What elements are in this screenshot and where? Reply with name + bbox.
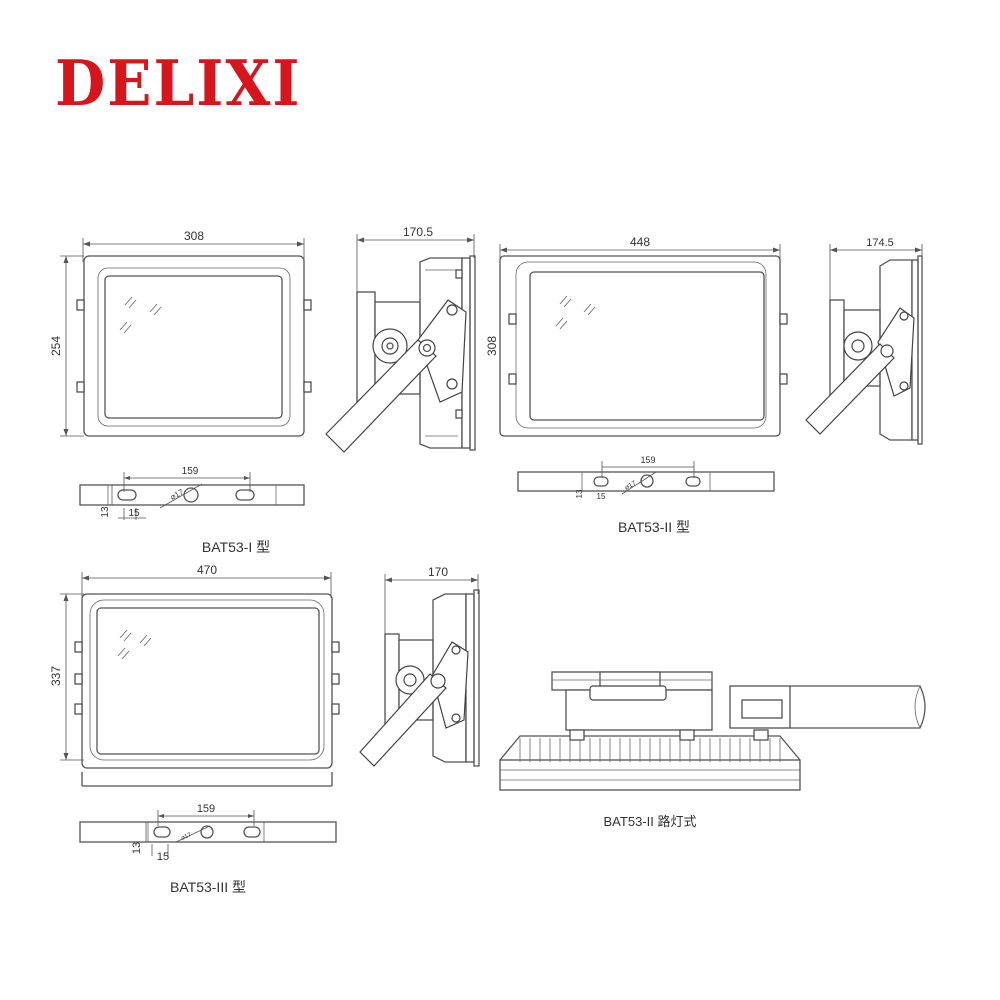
m1-front-view: 308 254 — [49, 229, 312, 437]
m3-bracket-height-label: 13 — [131, 842, 143, 854]
m3-side-view: 170 — [359, 565, 480, 767]
m1-height-label: 254 — [49, 336, 63, 356]
m1-side-view: 170.5 — [325, 225, 476, 453]
m2-side-view: 174.5 — [805, 237, 923, 445]
m2-hole-label: ⌀17 — [624, 480, 638, 492]
m2-front-view: 448 308 — [485, 235, 788, 437]
m1-depth-label: 170.5 — [403, 225, 433, 239]
m1-width-label: 308 — [184, 229, 204, 243]
m2-depth-label: 174.5 — [866, 237, 894, 249]
m1-caption: BAT53-I 型 — [202, 539, 270, 555]
m3-hole-label: ⌀17 — [180, 832, 192, 842]
m3-bracket: 159 ⌀17 13 15 — [79, 803, 337, 863]
m3-depth-label: 170 — [428, 565, 448, 579]
m2-bracket: 159 ⌀17 13 15 — [517, 455, 775, 501]
m1-bracket-height-label: 13 — [100, 506, 111, 518]
m3-spacing-label: 159 — [197, 803, 215, 815]
m2-bracket-height-label: 13 — [575, 489, 584, 498]
m2-height-label: 308 — [485, 336, 499, 356]
m1-hole-label: ⌀17 — [169, 487, 186, 502]
m3-caption: BAT53-III 型 — [170, 879, 246, 895]
brand-logo: DELIXI — [55, 46, 302, 121]
m3-front-view: 470 337 — [49, 563, 340, 787]
m2-spacing-label: 159 — [640, 455, 655, 465]
m2-slot-label: 15 — [597, 492, 606, 501]
m3-width-label: 470 — [197, 563, 217, 577]
m2-caption: BAT53-II 型 — [618, 519, 690, 535]
street-light-view — [499, 671, 926, 791]
street-caption: BAT53-II 路灯式 — [604, 814, 697, 829]
m1-slot-label: 15 — [128, 508, 140, 519]
m3-slot-label: 15 — [157, 851, 169, 863]
m3-height-label: 337 — [49, 666, 63, 686]
m1-spacing-label: 159 — [182, 466, 199, 477]
m2-width-label: 448 — [630, 235, 650, 249]
m1-bracket: 159 ⌀17 13 15 — [79, 466, 305, 520]
